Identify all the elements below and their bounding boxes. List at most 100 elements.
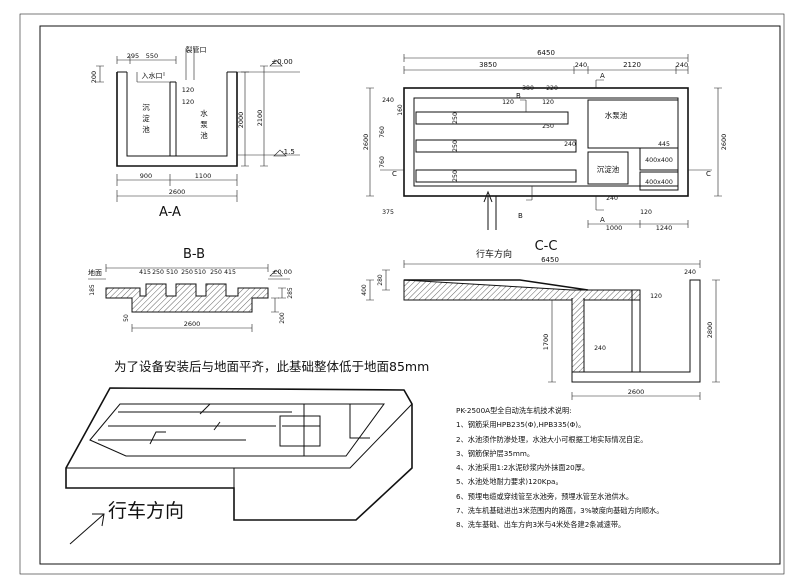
aa-water-3: 池 [200,130,208,140]
aa-dim-120b: 120 [182,98,194,106]
bb-dim-2: 510 [166,269,178,276]
cc-dim-760b: 760 [379,156,386,168]
cc-dim-250a: 250 [452,112,459,124]
cc-dim-445: 445 [658,141,670,148]
cc-dim-240c: 240 [564,141,576,148]
cc-settling-label: 沉淀池 [597,164,620,174]
cc-marker-a-bot: A [600,216,605,224]
bb-dim-0: 415 [139,269,151,276]
aa-dim-2000: 2000 [237,112,245,129]
cc-dim-240b: 240 [606,195,618,202]
cc-dim-375: 375 [382,209,394,216]
note-item: 5、水池处地耐力要求)120Kpa。 [456,477,563,487]
cc-dim-120b: 120 [542,99,554,106]
ls-dim-2800: 2800 [706,322,714,339]
bb-dim-2600: 2600 [184,320,201,328]
aa-dim-2600: 2600 [169,188,186,196]
aa-water-2: 泵 [200,120,208,129]
notes-title: PK-2500A型全自动洗车机技术说明: [456,406,572,415]
cc-dim-160: 160 [397,104,404,116]
aa-level-bottom: -1.5 [281,148,295,156]
cc-marker-a-top: A [600,72,605,80]
aa-dim-2100: 2100 [256,110,264,127]
aa-level-top: ±0.00 [271,58,292,66]
cc-dim-760a: 760 [379,126,386,138]
cc-dim-250b: 250 [542,123,554,130]
ls-dim-6450: 6450 [541,256,559,264]
cc-dim-380: 380 [522,85,534,92]
cc-dim-250d: 250 [452,170,459,182]
ls-dim-2600: 2600 [628,388,645,396]
bb-dim-285: 285 [287,287,294,299]
cc-dim-250c: 250 [452,140,459,152]
cc-box2: 400x400 [645,179,673,186]
level-note: 为了设备安装后与地面平齐，此基础整体低于地面85mm [114,359,430,374]
bb-section-view [88,264,290,332]
aa-drain-label: 裂管口 [186,45,207,54]
cc-dim-240: 240 [382,97,394,104]
aa-settling-1: 沉 [142,103,150,112]
aa-title: A-A [159,205,181,220]
inner-frame-right [39,25,781,565]
outer-border [19,13,785,575]
ls-dim-400: 400 [361,284,368,296]
cc-top-2120: 2120 [623,61,641,69]
aa-section-view [96,48,300,202]
note-item: 2、水池须作防渗处理，水池大小可根据工地实际情况自定。 [456,434,648,444]
cc-box1: 400x400 [645,157,673,164]
cc-dim-120c: 120 [640,209,652,216]
cc-direction-label: 行车方向 [476,248,512,260]
cc-plan-view [366,54,722,230]
bb-dim-200: 200 [279,312,286,324]
note-item: 4、水池采用1:2水泥砂浆内外抹面20厚。 [456,463,590,473]
cc-top-3850: 3850 [479,61,497,69]
bb-title: B-B [183,247,205,262]
bb-level: ±0.00 [272,268,292,276]
cc-dim-2600b: 2600 [720,134,728,151]
cc-marker-b-bot: B [518,212,523,220]
aa-inlet-label: 入水口 [142,71,163,80]
cc-marker-c-left: C [392,170,397,178]
ls-dim-240b: 240 [594,345,606,352]
note-item: 8、洗车基础、出车方向3米与4米处各建2条减速带。 [456,520,626,530]
iso-view [65,387,413,545]
aa-water-1: 水 [200,108,208,118]
cc-title: C-C [535,239,558,254]
cc-dim-2600a: 2600 [362,134,370,151]
cc-top-6450: 6450 [537,49,555,57]
cc-dim-1240: 1240 [656,224,673,232]
aa-settling-3: 池 [142,124,150,134]
bb-dim-1: 250 [152,269,164,276]
aa-dim-295: 295 [127,52,139,60]
aa-settling-2: 淀 [142,113,150,123]
bb-dim-185: 185 [89,284,96,296]
ls-dim-280: 280 [377,274,384,286]
aa-dim-550: 550 [146,52,158,60]
bb-dim-6: 415 [224,269,236,276]
note-item: 3、钢筋保护层35mm。 [456,448,535,458]
bb-dim-50: 50 [123,314,130,322]
bb-dim-5: 250 [210,269,222,276]
ls-dim-1700: 1700 [542,334,550,351]
note-item: 6、预埋电缆或穿线管至水池旁，预埋水管至水池供水。 [456,491,634,501]
bb-dim-4: 510 [194,269,206,276]
cc-top-240b: 240 [676,61,688,69]
direction-label: 行车方向 [108,500,185,522]
cc-pump-label: 水泵池 [605,110,628,120]
aa-dim-200: 200 [90,71,98,83]
cc-top-240a: 240 [575,61,587,69]
technical-notes: PK-2500A型全自动洗车机技术说明: 1、钢筋采用HPB235(Φ),HPB… [456,404,756,533]
ls-dim-120: 120 [650,293,662,300]
note-item: 1、钢筋采用HPB235(Φ),HPB335(Φ)。 [456,420,586,430]
cc-dim-1000: 1000 [606,224,623,232]
ls-dim-240a: 240 [684,269,696,276]
long-section-view [366,260,720,400]
aa-dim-900: 900 [140,172,152,180]
cc-marker-c-right: C [706,170,711,178]
bb-ground: 地面 [88,268,102,277]
aa-dim-1100: 1100 [195,172,212,180]
note-item: 7、洗车机基础进出3米范围内的路面，3%坡度向基础方向顺水。 [456,506,664,516]
cc-dim-120: 120 [502,99,514,106]
cc-dim-220: 220 [546,85,558,92]
